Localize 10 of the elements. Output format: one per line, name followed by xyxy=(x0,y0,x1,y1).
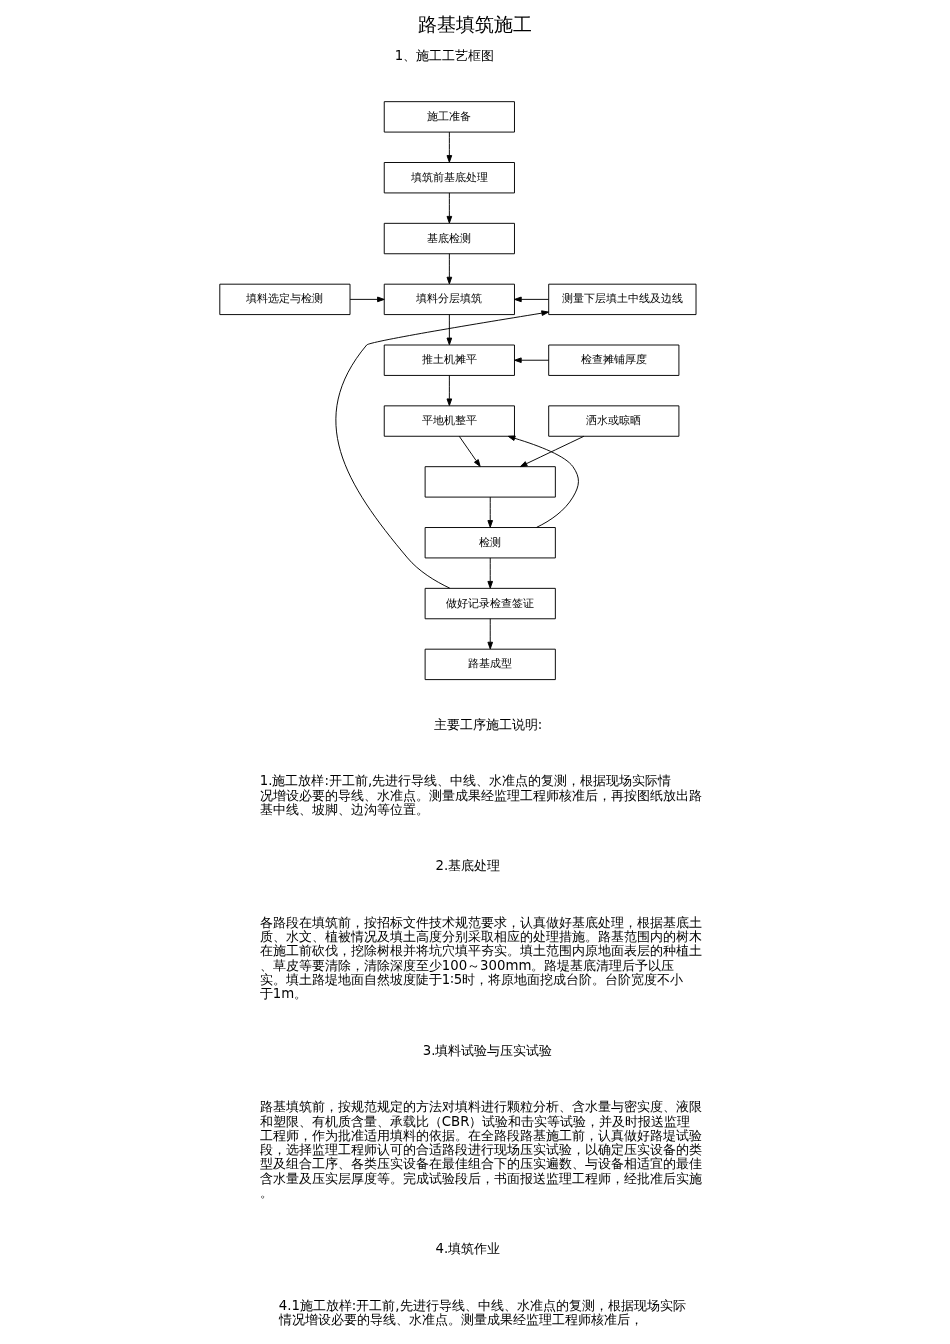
label: 4.填筑作业 xyxy=(435,1241,500,1257)
label: 路基填筑前，按规范规定的方法对填料进行颗粒分析、含水量与密实度、液限和塑限、有机质含量、承载比（CBR）试验和击实等试验，并及时报送监理工程师，作为批准适用填料的依据。在全路段路基施工前，认真做好路堤试验段，选择监理工程师认可的合适路段进行现场压实试验，以确定压实设备的类型及组合工序、各类压实设备在最佳组合下的压实遍数、与设备相适宜的最佳含水量及压实层厚度等。完成试验段后，书面报送监理工程师，经批准后实施。 xyxy=(259,1099,702,1200)
label: 主要工序施工说明: xyxy=(433,716,542,732)
label: 3.填料试验与压实试验 xyxy=(422,1042,552,1058)
label: 2.基底处理 xyxy=(435,858,500,874)
label: 4.1施工放样:开工前,先进行导线、中线、水准点的复测，根据现场实际情况增设必要的导线、水准点。测量成果经监理工程师核准后， xyxy=(278,1298,686,1328)
label: 1.施工放样:开工前,先进行导线、中线、水准点的复测，根据现场实际情况增设必要的导线、水准点。测量成果经监理工程师核准后，再按图纸放出路基中线、坡脚、边沟等位置。 xyxy=(259,773,702,817)
diagram-title: 路基填筑施工 xyxy=(418,13,532,36)
label: 各路段在填筑前，按招标文件技术规范要求，认真做好基底处理，根据基底土质、水文、植被情况及填土高度分别采取相应的处理措施。路基范围内的树木在施工前砍伐，挖除树根并将坑穴填平夯实。填土范围内原地面表层的种植土、草皮等要清除，清除深度至少100～300mm。路堤基底清理后予以压实。填土路堤地面自然坡度陡于1∶5时，将原地面挖成台阶。台阶宽度不小于1m。 xyxy=(259,914,702,1002)
label: 1、施工工艺框图 xyxy=(394,47,494,63)
